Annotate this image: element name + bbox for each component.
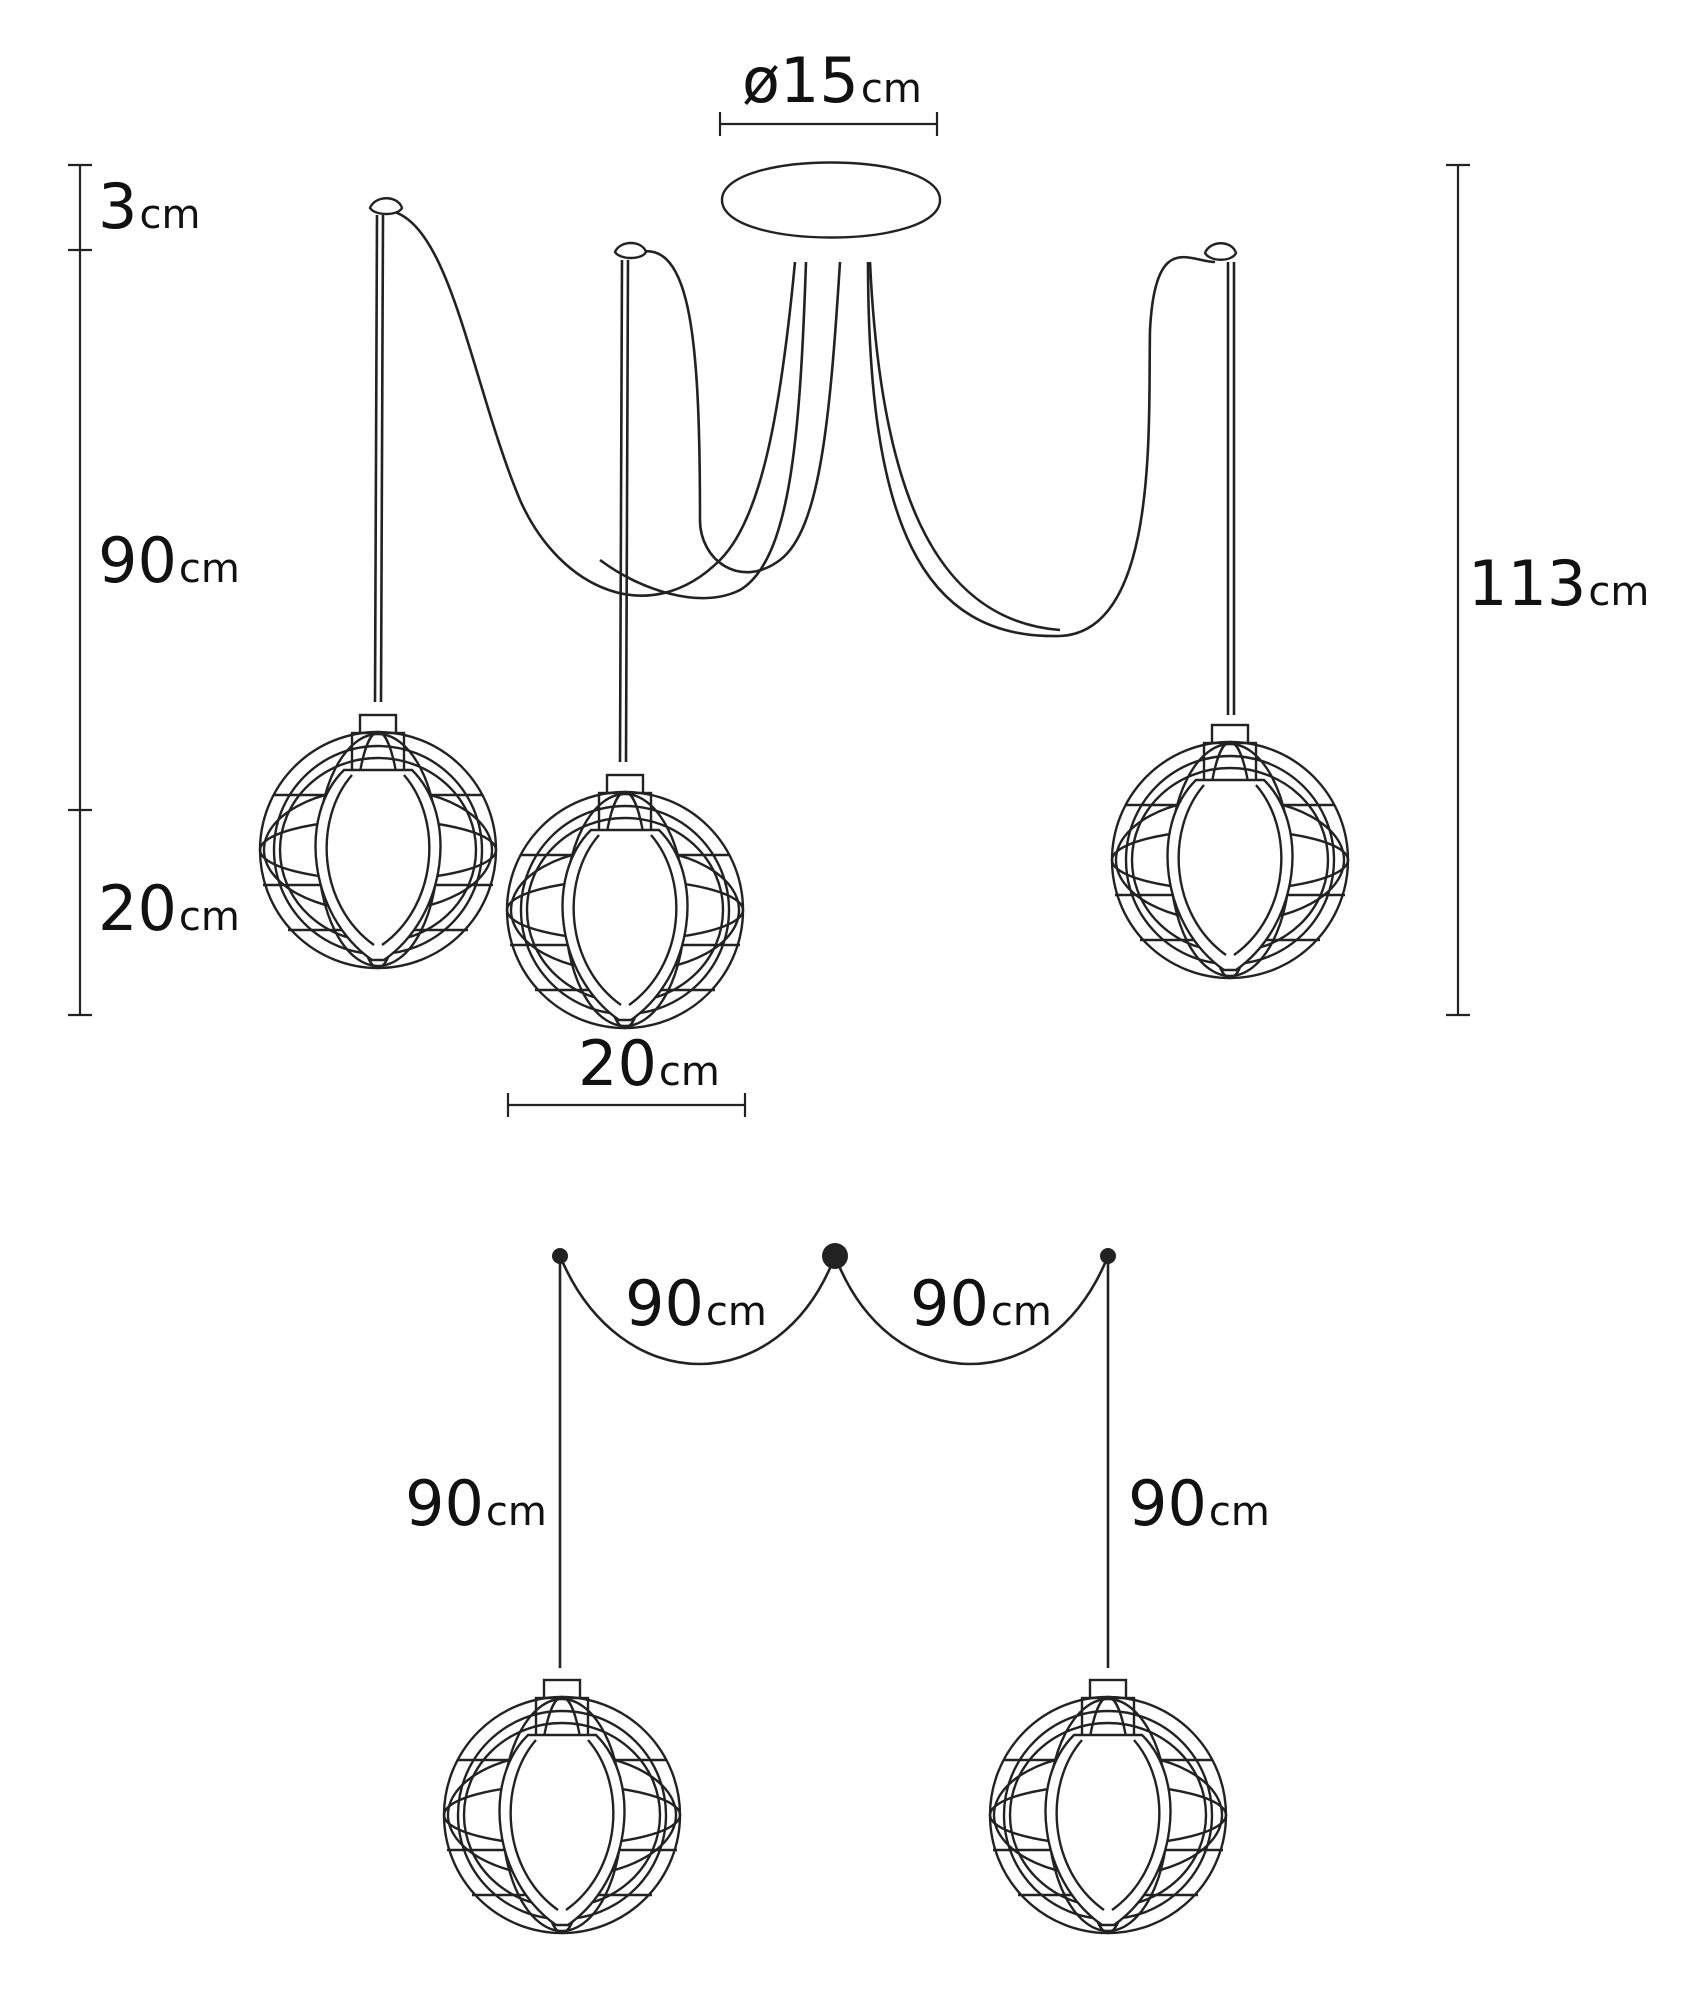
canopy-height-label: 3cm <box>98 170 200 243</box>
drop-left-label: 90cm <box>405 1467 547 1540</box>
shade-width-label: 20cm <box>578 1027 720 1100</box>
total-height-dimension <box>1446 163 1470 1017</box>
span-cable-right <box>833 1255 1110 1366</box>
drop-right-label: 90cm <box>1128 1467 1270 1540</box>
span-left-label: 90cm <box>625 1267 767 1340</box>
span-cable-left <box>558 1255 837 1366</box>
pendant-shade-bottom-left <box>442 1678 682 1935</box>
pendant-shade-right <box>1110 723 1350 980</box>
left-height-dimension <box>68 163 92 1017</box>
total-height-label: 113cm <box>1468 547 1649 620</box>
span-right-label: 90cm <box>910 1267 1052 1340</box>
cable-length-label: 90cm <box>98 524 240 597</box>
bottom-view: 90cm 90cm 90cm 90cm <box>405 1243 1270 1935</box>
top-view: ø15cm 3cm 90cm 20cm 113cm <box>68 44 1649 1117</box>
ceiling-canopy <box>720 161 942 239</box>
pendant-shade-bottom-right <box>988 1678 1228 1935</box>
top-cables <box>368 197 1238 763</box>
shade-height-label: 20cm <box>98 872 240 945</box>
canopy-diameter-label: ø15cm <box>742 44 922 117</box>
pendant-shade-left <box>258 713 498 970</box>
pendant-shade-middle <box>505 773 745 1030</box>
